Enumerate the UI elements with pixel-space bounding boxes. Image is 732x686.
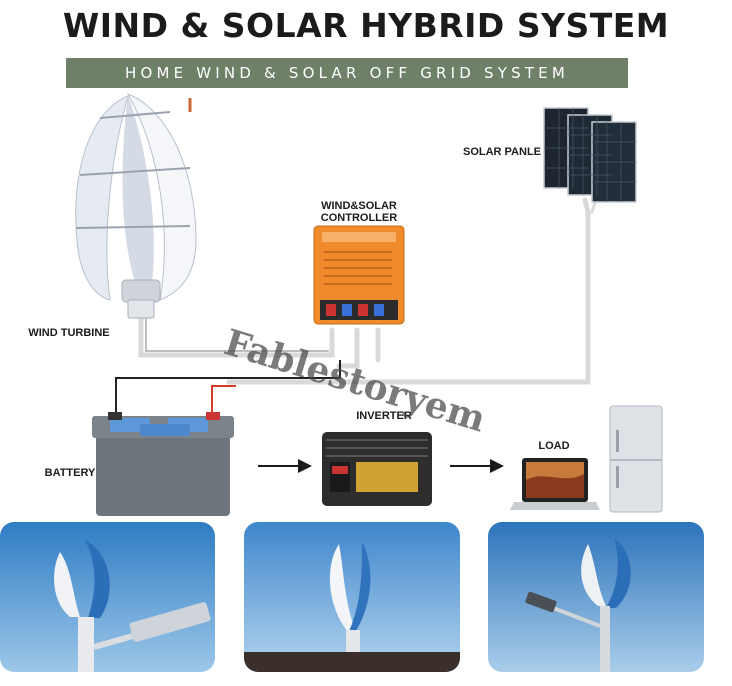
controller-label-line1: WIND&SOLAR [321, 200, 397, 212]
inverter-icon [322, 432, 432, 506]
photo-streetlight-1 [0, 522, 215, 672]
battery-label: BATTERY [44, 467, 96, 479]
subtitle-banner: HOME WIND & SOLAR OFF GRID SYSTEM [66, 58, 628, 88]
controller-label: WIND&SOLAR CONTROLLER [308, 200, 410, 224]
subtitle-text: HOME WIND & SOLAR OFF GRID SYSTEM [124, 64, 570, 82]
photo-rooftop-turbine [244, 522, 460, 672]
inverter-label: INVERTER [356, 410, 412, 422]
battery-icon [92, 412, 234, 516]
wind-turbine-label: WIND TURBINE [28, 327, 110, 339]
wind-turbine-icon [75, 93, 197, 319]
controller-label-line2: CONTROLLER [320, 212, 398, 224]
photo-streetlight-2-art [488, 522, 704, 672]
solar-panel-label: SOLAR PANLE [462, 146, 542, 158]
photo-streetlight-1-art [0, 522, 215, 672]
photo-rooftop-turbine-art [244, 522, 460, 672]
battery-wire-positive [211, 385, 236, 416]
fridge-icon [609, 405, 663, 513]
page-title: WIND & SOLAR HYBRID SYSTEM [62, 6, 670, 45]
battery-wire-negative [115, 360, 341, 416]
arrow-right-icon [258, 459, 504, 473]
photo-streetlight-2 [488, 522, 704, 672]
controller-icon [313, 225, 405, 325]
solar-panel-icon [543, 107, 637, 203]
load-label: LOAD [538, 440, 570, 452]
laptop-icon [510, 458, 600, 510]
